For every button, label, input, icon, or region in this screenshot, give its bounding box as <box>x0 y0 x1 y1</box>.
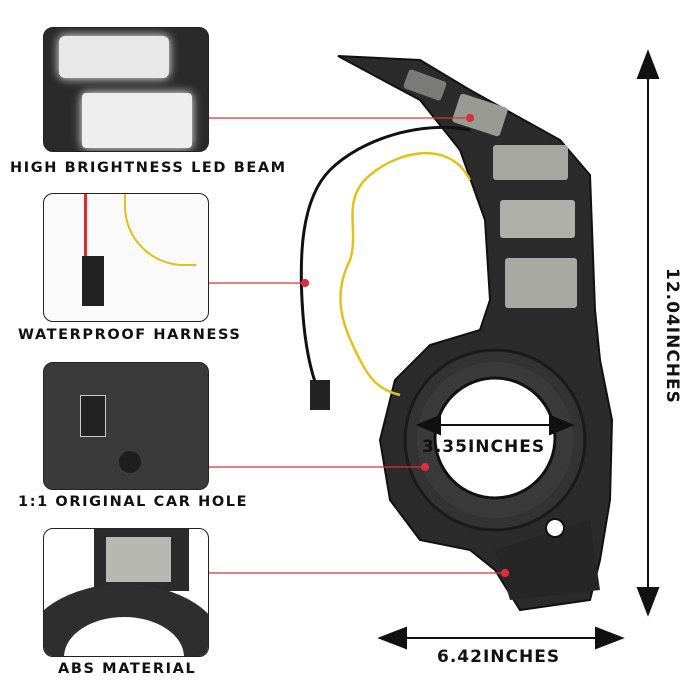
pointer-lines <box>207 113 510 578</box>
height-dimension-label: 12.04INCHES <box>662 268 682 404</box>
harness-photo <box>43 193 209 322</box>
dimension-arrows <box>377 49 660 650</box>
feature-label-abs: ABS MATERIAL <box>58 661 197 677</box>
feature-label-harness: WATERPROOF HARNESS <box>18 327 242 343</box>
led-beam-photo <box>43 27 209 152</box>
feature-label-car-hole: 1:1 ORIGINAL CAR HOLE <box>18 494 249 510</box>
wiring-harness <box>299 125 472 410</box>
feature-label-led-beam: HIGH BRIGHTNESS LED BEAM <box>10 160 287 176</box>
hole-dimension-label: 3.35INCHES <box>422 437 546 457</box>
car-hole-photo <box>43 362 209 490</box>
fog-light-housing <box>337 55 614 612</box>
width-dimension-label: 6.42INCHES <box>437 647 561 667</box>
abs-material-photo <box>43 528 209 657</box>
